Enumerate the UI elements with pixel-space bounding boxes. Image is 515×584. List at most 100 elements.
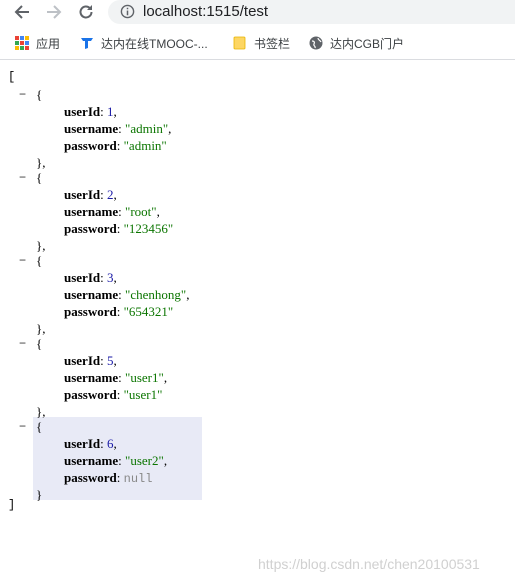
field-username: username: "chenhong", <box>64 286 189 303</box>
json-value: 3 <box>107 270 114 285</box>
json-key: password <box>64 387 117 402</box>
json-comma: , <box>113 187 117 202</box>
json-colon: : <box>100 104 107 119</box>
json-comma: , <box>113 270 117 285</box>
collapse-toggle[interactable]: − <box>19 253 27 267</box>
bookmark-tmooc[interactable]: 达内在线TMOOC-... <box>80 34 208 52</box>
json-colon: : <box>116 221 124 236</box>
json-colon: : <box>118 453 126 468</box>
json-value: null <box>123 472 153 486</box>
json-colon: : <box>116 470 124 485</box>
json-value: "chenhong" <box>125 287 187 302</box>
folder-icon <box>233 36 246 50</box>
open-bracket: [ <box>8 70 16 84</box>
address-bar[interactable]: localhost:1515/test <box>108 0 515 24</box>
json-key: username <box>64 370 119 385</box>
json-key: username <box>64 287 119 302</box>
field-userid: userId: 1, <box>64 103 117 120</box>
field-userid: userId: 6, <box>64 435 117 452</box>
json-comma: , <box>163 453 168 468</box>
json-colon: : <box>118 287 126 302</box>
bookmark-label: 达内CGB门户 <box>330 36 405 51</box>
globe-icon <box>309 36 323 50</box>
reload-button[interactable] <box>75 1 97 23</box>
json-colon: : <box>100 187 107 202</box>
bookmark-label: 书签栏 <box>254 36 291 51</box>
json-value: "123456" <box>123 221 174 236</box>
json-colon: : <box>116 387 124 402</box>
json-colon: : <box>116 138 124 153</box>
json-key: userId <box>64 270 101 285</box>
json-colon: : <box>100 353 107 368</box>
field-password: password: "user1" <box>64 386 162 403</box>
collapse-toggle[interactable]: − <box>19 336 27 350</box>
json-value: "654321" <box>123 304 174 319</box>
collapse-toggle[interactable]: − <box>19 87 27 101</box>
json-key: username <box>64 453 119 468</box>
json-comma: , <box>168 121 172 136</box>
json-value: 5 <box>107 353 114 368</box>
json-colon: : <box>118 204 126 219</box>
object-open-brace: { <box>36 419 43 434</box>
collapse-toggle[interactable]: − <box>19 170 27 184</box>
back-button[interactable] <box>11 1 33 23</box>
forward-button[interactable] <box>43 1 65 23</box>
json-key: userId <box>64 353 101 368</box>
close-bracket: ] <box>8 498 16 512</box>
object-close-brace: } <box>36 487 43 502</box>
forward-arrow-icon <box>47 5 62 19</box>
field-userid: userId: 3, <box>64 269 117 286</box>
json-value: "root" <box>125 204 157 219</box>
collapse-toggle[interactable]: − <box>19 419 27 433</box>
bookmark-cgb[interactable]: 达内CGB门户 <box>309 34 404 52</box>
object-close-brace: }, <box>36 404 46 419</box>
object-open-brace: { <box>36 253 43 268</box>
field-username: username: "user1", <box>64 369 167 386</box>
json-value: "admin" <box>125 121 169 136</box>
json-key: username <box>64 121 119 136</box>
object-open-brace: { <box>36 170 43 185</box>
json-comma: , <box>163 370 168 385</box>
json-colon: : <box>118 370 126 385</box>
bookmark-label: 达内在线TMOOC-... <box>101 36 208 51</box>
tmooc-icon <box>81 38 93 49</box>
json-comma: , <box>113 436 117 451</box>
field-userid: userId: 5, <box>64 352 117 369</box>
json-colon: : <box>116 304 124 319</box>
json-colon: : <box>118 121 126 136</box>
bookmark-folder[interactable]: 书签栏 <box>233 34 290 52</box>
object-close-brace: }, <box>36 321 46 336</box>
json-comma: , <box>156 204 160 219</box>
json-key: username <box>64 204 119 219</box>
object-open-brace: { <box>36 87 43 102</box>
json-key: password <box>64 470 117 485</box>
json-colon: : <box>100 270 107 285</box>
json-comma: , <box>113 353 117 368</box>
json-key: password <box>64 138 117 153</box>
json-value: "admin" <box>123 138 167 153</box>
json-key: userId <box>64 104 101 119</box>
json-value: "user2" <box>125 453 164 468</box>
json-key: userId <box>64 436 101 451</box>
reload-icon <box>79 5 93 19</box>
url-text: localhost:1515/test <box>143 3 269 20</box>
json-value: 2 <box>107 187 114 202</box>
field-userid: userId: 2, <box>64 186 117 203</box>
field-password: password: "654321" <box>64 303 173 320</box>
field-password: password: "123456" <box>64 220 173 237</box>
browser-toolbar: localhost:1515/test <box>0 0 515 25</box>
json-value: "user1" <box>125 370 164 385</box>
bookmark-label: 应用 <box>36 36 61 51</box>
bookmark-apps[interactable]: 应用 <box>15 34 60 52</box>
json-viewer: [ −{userId: 1,username: "admin",password… <box>0 61 515 584</box>
field-username: username: "root", <box>64 203 160 220</box>
apps-grid-icon <box>15 36 29 50</box>
object-close-brace: }, <box>36 238 46 253</box>
json-key: password <box>64 304 117 319</box>
info-icon[interactable] <box>120 4 135 19</box>
json-comma: , <box>186 287 190 302</box>
watermark: https://blog.csdn.net/chen20100531 <box>258 556 480 572</box>
json-key: password <box>64 221 117 236</box>
object-open-brace: { <box>36 336 43 351</box>
json-comma: , <box>113 104 117 119</box>
